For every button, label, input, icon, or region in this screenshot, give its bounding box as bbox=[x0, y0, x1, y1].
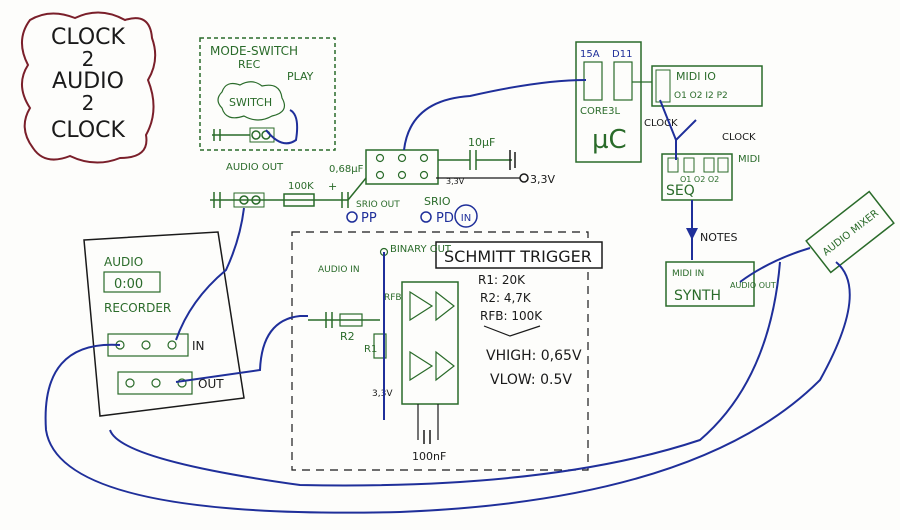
midi-io-title: MIDI IO bbox=[676, 70, 716, 83]
mode-switch-title: MODE-SWITCH bbox=[210, 44, 298, 58]
uc-pin-a: 15A bbox=[580, 49, 600, 60]
audio-mixer-label: AUDIO MIXER bbox=[821, 208, 881, 258]
seq-label: SEQ bbox=[666, 183, 695, 199]
recorder-label: RECORDER bbox=[104, 301, 171, 315]
cap-10uf-label: 10µF bbox=[468, 136, 495, 149]
switch-cloud bbox=[217, 81, 285, 121]
schmitt-vhigh: VHIGH: 0,65V bbox=[486, 348, 582, 364]
srio-label: SRIO bbox=[424, 195, 451, 208]
title-line-2: 2 bbox=[82, 47, 95, 71]
uc-core-label: CORE3L bbox=[580, 106, 620, 117]
srio-connector bbox=[365, 149, 439, 185]
schmitt-r1: R1: 20K bbox=[478, 273, 526, 287]
mode-switch-box bbox=[199, 37, 336, 151]
resistor-100k-label: 100K bbox=[288, 181, 314, 192]
cap-100nf-label: 100nF bbox=[412, 450, 446, 463]
recorder-display: 0:00 bbox=[114, 277, 143, 292]
r2-label: R2 bbox=[340, 330, 355, 343]
midi-io-pins: O1 O2 I2 P2 bbox=[674, 91, 728, 101]
synth-label: SYNTH bbox=[674, 288, 721, 304]
schmitt-rfb: RFB: 100K bbox=[480, 309, 543, 323]
recorder-audio-label: AUDIO bbox=[104, 255, 143, 269]
notes-label: NOTES bbox=[700, 231, 738, 244]
mode-switch-play: PLAY bbox=[287, 70, 314, 83]
title-line-1: CLOCK bbox=[51, 25, 126, 50]
synth-audio-out: AUDIO OUT bbox=[730, 281, 776, 290]
midi-io-box bbox=[651, 65, 763, 107]
v33-label-a: 3,3V bbox=[530, 173, 555, 186]
srio-out-label: SRIO OUT bbox=[356, 200, 400, 210]
pd-label: PD bbox=[436, 211, 454, 226]
microcontroller bbox=[575, 41, 642, 163]
r1-label: R1 bbox=[364, 344, 377, 355]
cap-068uf-label: 0,68µF bbox=[329, 164, 364, 175]
uc-pin-b: D11 bbox=[612, 49, 632, 60]
binary-out-label: BINARY OUT bbox=[390, 244, 452, 255]
clock-left-label: CLOCK bbox=[644, 118, 678, 129]
title-cloud bbox=[21, 11, 157, 164]
op-amp-chip bbox=[401, 281, 459, 405]
recorder-out-label: OUT bbox=[198, 377, 224, 391]
switch-label: SWITCH bbox=[229, 96, 272, 109]
schmitt-area bbox=[291, 231, 589, 471]
schmitt-title: SCHMITT TRIGGER bbox=[444, 247, 592, 266]
schmitt-title-box bbox=[435, 241, 603, 269]
audio-mixer-box bbox=[805, 190, 895, 274]
v33-label-small: 3,3V bbox=[446, 177, 465, 186]
recorder-box bbox=[83, 231, 245, 417]
schmitt-vlow: VLOW: 0.5V bbox=[490, 372, 572, 388]
pp-label: PP bbox=[361, 211, 377, 226]
title-line-3: AUDIO bbox=[52, 69, 124, 94]
plus-sign: + bbox=[328, 180, 337, 193]
in-badge: IN bbox=[461, 213, 471, 224]
audio-out-label: AUDIO OUT bbox=[226, 162, 284, 173]
clock-right-label: CLOCK bbox=[722, 132, 756, 143]
uc-label: µC bbox=[592, 125, 627, 155]
seq-pins: O1 O2 O2 bbox=[680, 175, 719, 184]
recorder-in-label: IN bbox=[192, 339, 205, 353]
synth-box bbox=[665, 261, 755, 307]
synth-midi-in: MIDI IN bbox=[672, 269, 704, 279]
v33-label-c: 3,3V bbox=[372, 389, 393, 399]
title-line-4: 2 bbox=[82, 91, 95, 115]
title-line-5: CLOCK bbox=[51, 118, 126, 143]
seq-midi: MIDI bbox=[738, 154, 760, 165]
schmitt-r2: R2: 4,7K bbox=[480, 291, 532, 305]
resistor-100k bbox=[283, 193, 315, 207]
rfb-label: RFB bbox=[384, 293, 402, 303]
wires bbox=[44, 79, 851, 514]
mode-switch-rec: REC bbox=[238, 58, 261, 71]
seq-box bbox=[661, 153, 733, 201]
audio-in-label: AUDIO IN bbox=[318, 265, 360, 275]
